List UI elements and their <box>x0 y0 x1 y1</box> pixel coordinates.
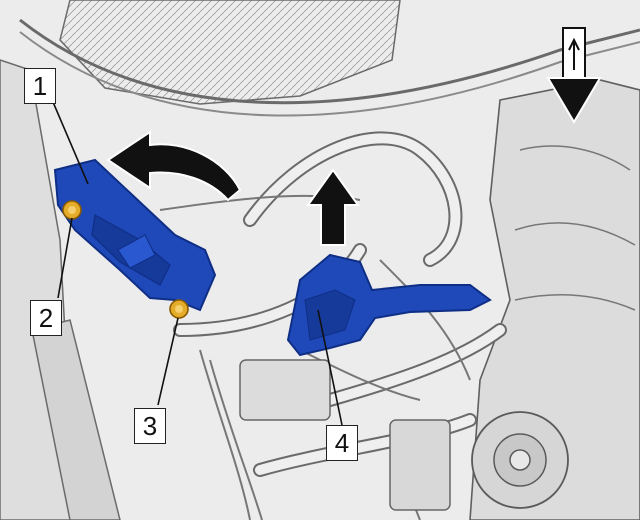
cowl-mesh-panel <box>59 0 401 105</box>
bolt-fastener-2 <box>62 200 82 220</box>
component-housing <box>239 359 331 421</box>
hood-seal-line-inner <box>19 31 640 117</box>
highlighted-bracket <box>53 158 217 312</box>
arrow-down-icon <box>546 27 602 124</box>
hood-seal-line <box>19 18 640 105</box>
callout-2: 2 <box>30 300 62 336</box>
bolt-fastener-3 <box>169 299 189 319</box>
callout-4: 4 <box>326 425 358 461</box>
callout-3: 3 <box>134 408 166 444</box>
curved-arrow-left-icon <box>106 130 242 202</box>
callout-1: 1 <box>24 68 56 104</box>
highlighted-mount-bracket <box>286 253 492 357</box>
arrow-up-icon <box>306 168 360 246</box>
engine-block <box>469 79 640 520</box>
leader-lines <box>52 101 343 426</box>
